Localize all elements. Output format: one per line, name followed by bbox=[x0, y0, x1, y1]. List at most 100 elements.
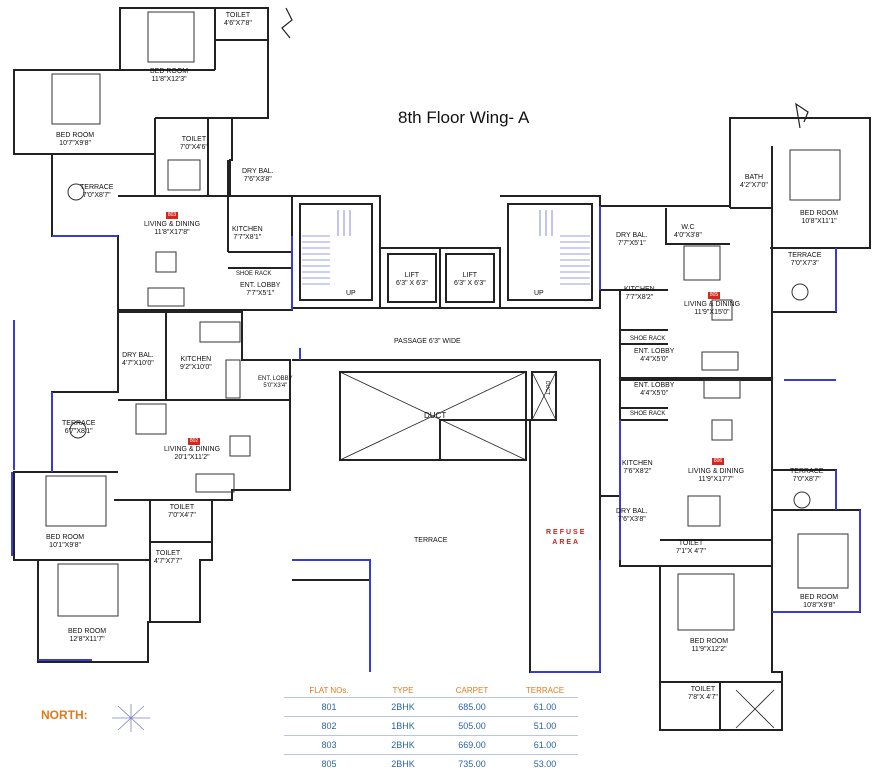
duct-cross-small bbox=[532, 372, 556, 420]
label-shoe-rack-mr: SHOE RACK bbox=[630, 410, 665, 418]
bed-icon bbox=[58, 564, 118, 616]
label-stair-up-1: UP bbox=[346, 290, 356, 298]
column-header: TERRACE bbox=[512, 683, 578, 698]
label-shoe-rack-tl: SHOE RACK bbox=[236, 270, 271, 278]
table-cell: 735.00 bbox=[432, 755, 512, 773]
bed-icon bbox=[148, 12, 194, 62]
label-duct-center: DUCT bbox=[424, 412, 446, 420]
stair-treads-left bbox=[302, 210, 350, 284]
wall-stair-core-left bbox=[292, 196, 380, 308]
table-cell: 805 bbox=[284, 755, 374, 773]
dining-table-icon bbox=[168, 160, 200, 190]
table-cell: 685.00 bbox=[432, 698, 512, 717]
north-arrow-icon bbox=[112, 704, 150, 732]
plan-title: 8th Floor Wing- A bbox=[398, 108, 529, 128]
column-header: FLAT NOs. bbox=[284, 683, 374, 698]
wall-center-block bbox=[292, 360, 600, 672]
table-cell: 1BHK bbox=[374, 717, 432, 736]
room-label-dry-bal-tl: DRY BAL.7'6"X3'8" bbox=[242, 168, 274, 184]
table-cell: 2BHK bbox=[374, 736, 432, 755]
tv-unit-icon bbox=[712, 420, 732, 440]
break-line-right bbox=[796, 104, 808, 128]
flat-number-badge: 802 bbox=[188, 438, 200, 445]
duct-cross-bottom bbox=[736, 690, 774, 728]
chair-icon bbox=[794, 492, 810, 508]
room-label-dry-bal-tr: DRY BAL.7'7"X5'1" bbox=[616, 232, 648, 248]
table-row: 801 2BHK 685.00 61.00 bbox=[284, 698, 578, 717]
sofa-icon bbox=[702, 352, 738, 370]
table-cell: 803 bbox=[284, 736, 374, 755]
stair-treads-right bbox=[540, 210, 590, 284]
wall-ml-inner bbox=[38, 312, 290, 622]
table-cell: 53.00 bbox=[512, 755, 578, 773]
sofa-icon bbox=[196, 474, 234, 492]
sofa-icon bbox=[704, 380, 740, 398]
area-statement-table: FLAT NOs. TYPE CARPET TERRACE 801 2BHK 6… bbox=[284, 683, 578, 773]
table-cell: 669.00 bbox=[432, 736, 512, 755]
tv-unit-icon bbox=[230, 436, 250, 456]
column-header: TYPE bbox=[374, 683, 432, 698]
sofa-icon bbox=[148, 288, 184, 306]
room-label-dry-bal-mr: DRY BAL.7'6"X3'8" bbox=[616, 508, 648, 524]
dining-table-icon bbox=[136, 404, 166, 434]
table-header-row: FLAT NOs. TYPE CARPET TERRACE bbox=[284, 683, 578, 698]
table-cell: 51.00 bbox=[512, 717, 578, 736]
room-label-dry-bal-ml: DRY BAL.4'7"X10'0" bbox=[122, 352, 154, 368]
dining-table-icon bbox=[688, 496, 720, 526]
table-cell: 61.00 bbox=[512, 698, 578, 717]
table-row: 805 2BHK 735.00 53.00 bbox=[284, 755, 578, 773]
label-passage: PASSAGE 6'3" WIDE bbox=[394, 338, 461, 346]
north-label: NORTH: bbox=[41, 708, 88, 722]
wall-outline-mid-right bbox=[620, 380, 860, 730]
wall-outline-top-left bbox=[14, 8, 292, 312]
window-glazing-left bbox=[12, 236, 118, 660]
kitchen-counter-icon bbox=[226, 360, 240, 398]
bed-icon bbox=[798, 534, 848, 588]
wall-duct bbox=[340, 372, 556, 460]
chair-icon bbox=[792, 284, 808, 300]
bed-icon bbox=[52, 74, 100, 124]
bed-icon bbox=[790, 150, 840, 200]
label-shoe-rack-tr: SHOE RACK bbox=[630, 335, 665, 343]
table-cell: 2BHK bbox=[374, 698, 432, 717]
flat-number-badge: 806 bbox=[712, 458, 724, 465]
label-terrace-center: TERRACE bbox=[414, 537, 447, 545]
kitchen-counter-icon bbox=[200, 322, 240, 342]
bed-icon bbox=[678, 574, 734, 630]
flat-number-badge: 805 bbox=[708, 292, 720, 299]
break-line-top bbox=[282, 8, 292, 38]
label-duct-small: DUCT bbox=[543, 381, 551, 395]
column-header: CARPET bbox=[432, 683, 512, 698]
flat-number-badge: 803 bbox=[166, 212, 178, 219]
table-cell: 2BHK bbox=[374, 755, 432, 773]
bed-icon bbox=[46, 476, 106, 526]
table-cell: 61.00 bbox=[512, 736, 578, 755]
